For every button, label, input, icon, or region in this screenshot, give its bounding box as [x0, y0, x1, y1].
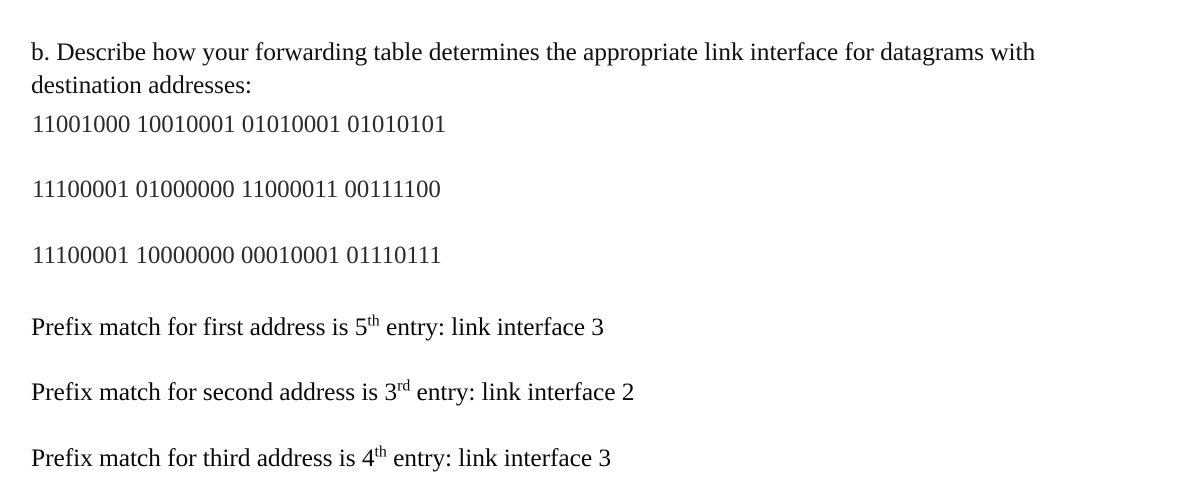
prefix-match-answer-3-lead: Prefix match for third address is 4	[31, 443, 375, 472]
prefix-match-answer-2-lead: Prefix match for second address is 3	[31, 377, 398, 406]
prefix-match-answer-2-tail: entry: link interface 2	[410, 377, 635, 406]
prefix-match-answer-3-ordinal-suffix: th	[374, 443, 387, 461]
destination-address-1: 11001000 10010001 01010001 01010101	[32, 111, 447, 138]
prefix-match-answer-1-lead: Prefix match for first address is 5	[31, 312, 368, 341]
prefix-match-answer-1-tail: entry: link interface 3	[379, 312, 604, 341]
question-prompt-paragraph: b. Describe how your forwarding table de…	[31, 36, 1036, 99]
prefix-match-answer-2: Prefix match for second address is 3rd e…	[31, 376, 635, 407]
prefix-match-answer-2-ordinal-suffix: rd	[397, 377, 411, 395]
prefix-match-answer-3: Prefix match for third address is 4th en…	[31, 442, 611, 473]
prefix-match-answer-3-tail: entry: link interface 3	[386, 443, 611, 472]
prefix-match-answer-1-ordinal-suffix: th	[367, 312, 380, 330]
destination-address-2: 11100001 01000000 11000011 00111100	[32, 176, 441, 203]
destination-address-3: 11100001 10000000 00010001 01110111	[32, 242, 442, 269]
prefix-match-answer-1: Prefix match for first address is 5th en…	[31, 311, 604, 342]
